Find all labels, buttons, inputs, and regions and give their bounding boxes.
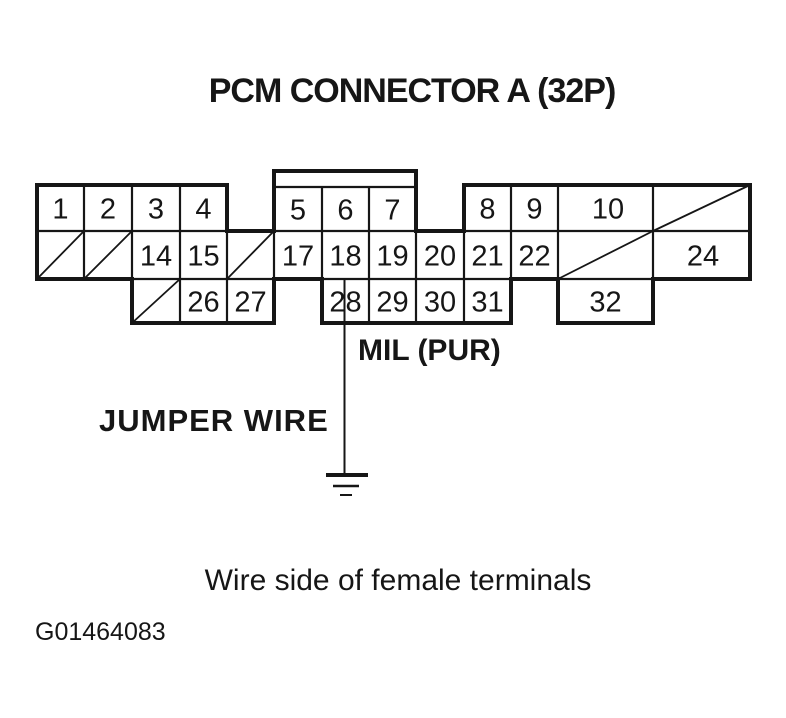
pin-label-5: 5	[290, 195, 306, 227]
pin-label-2: 2	[100, 194, 116, 226]
pin-label-27: 27	[234, 287, 266, 319]
pin-label-21: 21	[471, 241, 503, 273]
jumper-wire-label: JUMPER WIRE	[99, 403, 329, 438]
pin-label-30: 30	[424, 287, 456, 319]
pin-label-6: 6	[337, 195, 353, 227]
pin-label-8: 8	[479, 194, 495, 226]
pin-label-9: 9	[526, 194, 542, 226]
ground-icon	[326, 473, 368, 496]
pin-label-17: 17	[282, 241, 314, 273]
pin-label-7: 7	[384, 195, 400, 227]
connector-grid-lines	[37, 185, 750, 323]
pin-label-24: 24	[687, 241, 719, 273]
diagram-title: PCM CONNECTOR A (32P)	[209, 72, 616, 110]
connector-body	[35, 169, 752, 325]
pin-label-26: 26	[187, 287, 219, 319]
pin-label-14: 14	[140, 241, 172, 273]
wire-color-label: MIL (PUR)	[358, 334, 501, 367]
pin-labels: 1 2 3 4 5 6 7 8 9 10 14 15 17 18 19 20 2…	[52, 194, 719, 319]
pin-label-32: 32	[589, 287, 621, 319]
pin-label-19: 19	[376, 241, 408, 273]
pin-label-18: 18	[329, 241, 361, 273]
pin-label-22: 22	[518, 241, 550, 273]
pin-label-10: 10	[592, 194, 624, 226]
connector-silhouette	[35, 169, 752, 325]
caption: Wire side of female terminals	[205, 564, 592, 597]
figure-id: G01464083	[35, 618, 166, 646]
pin-label-15: 15	[187, 241, 219, 273]
pin-label-1: 1	[52, 194, 68, 226]
pin-label-31: 31	[471, 287, 503, 319]
pin-label-20: 20	[424, 241, 456, 273]
pin-label-29: 29	[376, 287, 408, 319]
pin-label-4: 4	[195, 194, 211, 226]
pin-label-3: 3	[148, 194, 164, 226]
pin-label-28: 28	[329, 287, 361, 319]
empty-cell-diagonals	[36, 184, 751, 324]
